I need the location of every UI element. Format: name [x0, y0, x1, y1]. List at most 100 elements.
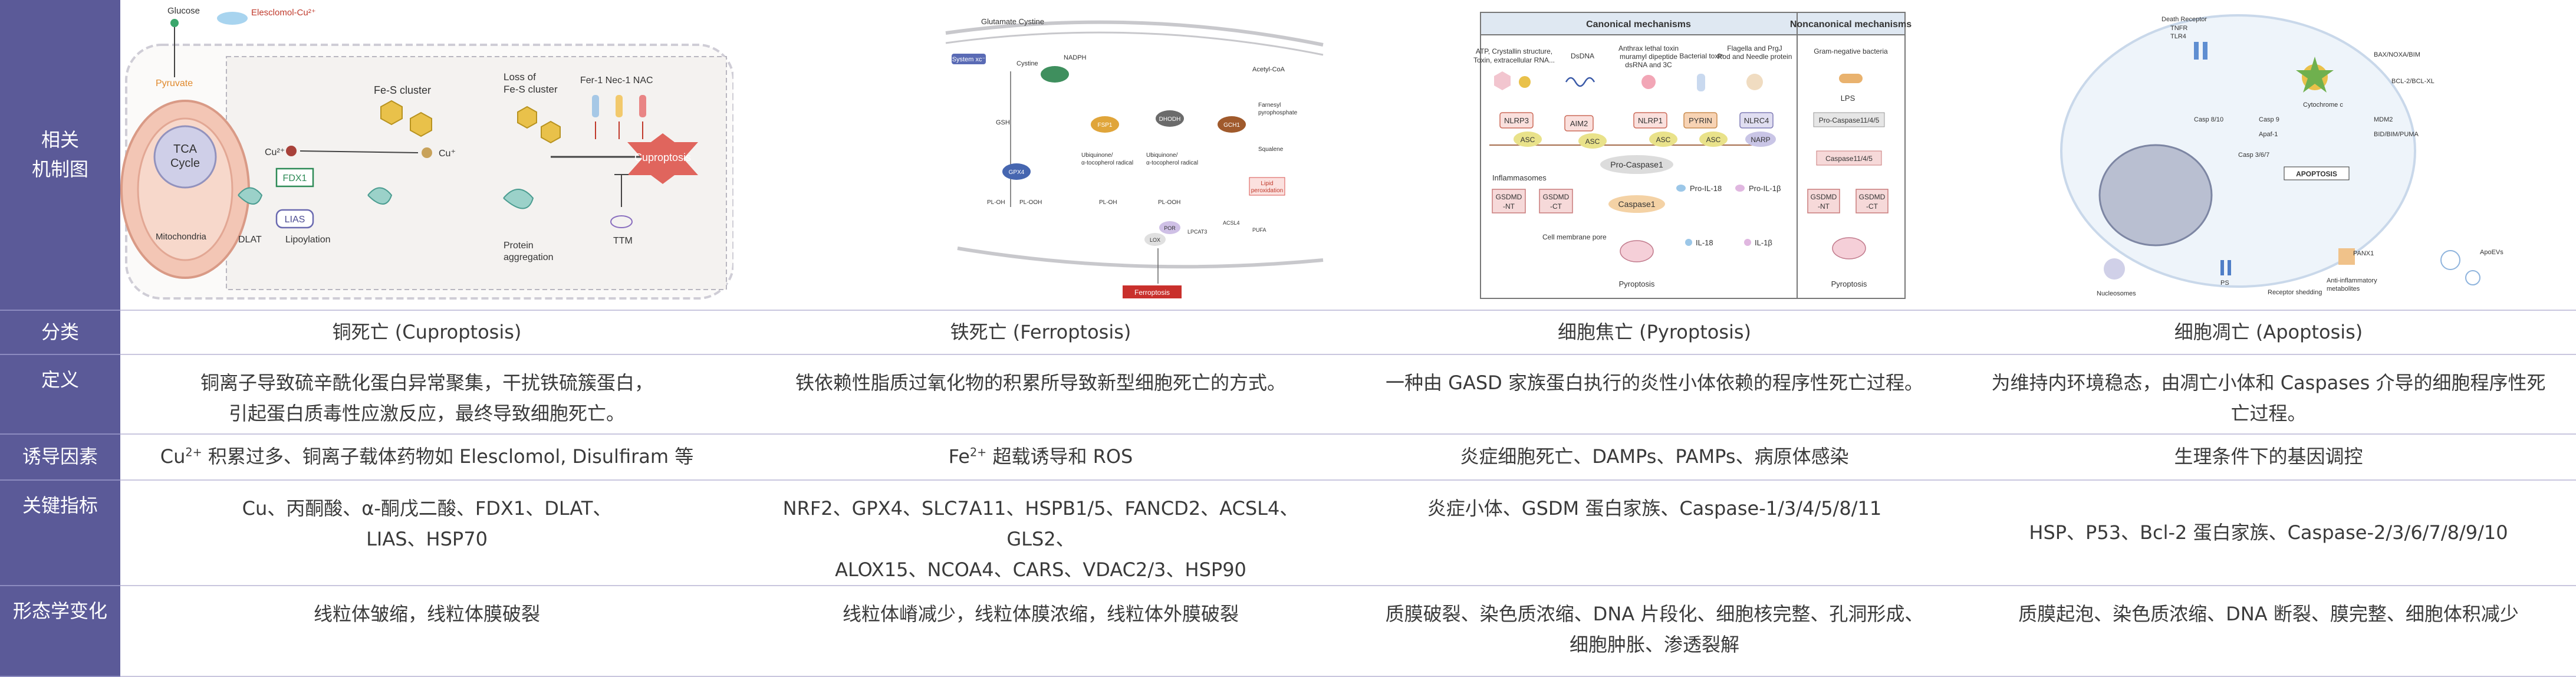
- asc-label-3: ASC: [1656, 136, 1671, 144]
- morphology-apoptosis: 质膜起泡、染色质浓缩、DNA 断裂、膜完整、细胞体积减少: [1961, 586, 2576, 677]
- il1b-label: IL-1β: [1755, 238, 1772, 247]
- pannx1-label: PANX1: [2353, 250, 2374, 257]
- svg-text:pyrophosphate: pyrophosphate: [1258, 110, 1298, 116]
- pyroptosis-diagram: Canonical mechanisms Noncanonical mechan…: [1348, 0, 1961, 307]
- trigger-5-line1: Flagella and PrgJ: [1727, 44, 1782, 52]
- inflammasomes-label: Inflammasomes: [1492, 173, 1547, 182]
- gsdmd-nt-label-2: GSDMD: [1811, 193, 1837, 201]
- markers-apoptosis: HSP、P53、Bcl-2 蛋白家族、Caspase-2/3/6/7/8/9/1…: [1961, 480, 2576, 587]
- casp8-label: Casp 8/10: [2194, 116, 2223, 123]
- cuproptosis-diagram-cell: Glucose Elesclomol-Cu²⁺ TCA Cycle Pyruva…: [120, 0, 735, 311]
- svg-text:-CT: -CT: [1550, 202, 1562, 211]
- ps-label: PS: [2220, 280, 2229, 287]
- row-definition: 定义 铜离子导致硫辛酰化蛋白异常聚集，干扰铁硫簇蛋白， 引起蛋白质毒性应激反应，…: [0, 354, 2576, 435]
- svg-text:Rod and Needle protein: Rod and Needle protein: [1718, 52, 1792, 61]
- canonical-label: Canonical mechanisms: [1586, 19, 1691, 29]
- pro-casp1145-label: Pro-Caspase11/4/5: [1819, 116, 1880, 124]
- mitochondria-label: Mitochondria: [156, 232, 207, 242]
- loss-fes-label: Loss of: [504, 71, 536, 83]
- apaf-label: Apaf-1: [2259, 131, 2278, 138]
- definition-pyroptosis: 一种由 GASD 家族蛋白执行的炎性小体依赖的程序性死亡过程。: [1348, 354, 1961, 435]
- pro-il18-label: Pro-IL-18: [1690, 184, 1722, 193]
- ferroptosis-label: Ferroptosis: [1134, 288, 1170, 297]
- tca-label: TCA: [173, 143, 198, 156]
- inhibitors-label: Fer-1 Nec-1 NAC: [580, 75, 653, 86]
- asc-label-2: ASC: [1585, 137, 1600, 146]
- casp1-label: Caspase1: [1618, 199, 1655, 209]
- lias-label: LIAS: [285, 215, 305, 225]
- mdm2-label: MDM2: [2374, 116, 2393, 123]
- farnesyl-label: Farnesyl: [1258, 102, 1281, 109]
- svg-text:metabolites: metabolites: [2327, 285, 2360, 293]
- svg-text:aggregation: aggregation: [504, 252, 554, 262]
- narp-label: NARP: [1751, 136, 1770, 144]
- pl-ooh-label-2: PL-OOH: [1158, 199, 1180, 206]
- dhodh-label: DHODH: [1159, 116, 1181, 123]
- svg-text:-CT: -CT: [1866, 202, 1878, 211]
- asc-label-4: ASC: [1706, 136, 1721, 144]
- acsl4-label: ACSL4: [1223, 220, 1240, 226]
- gsdmd-nt-label-1: GSDMD: [1496, 193, 1522, 201]
- row-morphology: 形态学变化 线粒体皱缩，线粒体膜破裂 线粒体嵴减少，线粒体膜浓缩，线粒体外膜破裂…: [0, 586, 2576, 677]
- morphology-pyroptosis: 质膜破裂、染色质浓缩、DNA 片段化、细胞核完整、孔洞形成、 细胞肿胀、渗透裂解: [1348, 586, 1961, 677]
- fes-cluster-label: Fe-S cluster: [374, 84, 431, 96]
- pl-oh-label-1: PL-OH: [987, 199, 1005, 206]
- gsh-label: GSH: [996, 119, 1010, 126]
- nlrc4-label: NLRC4: [1744, 116, 1769, 125]
- dlat-label: DLAT: [238, 235, 262, 245]
- pyroptosis-label-1: Pyroptosis: [1619, 280, 1655, 288]
- morphology-ferroptosis: 线粒体嵴减少，线粒体膜浓缩，线粒体外膜破裂: [733, 586, 1348, 677]
- gsdmd-ct-label-2: GSDMD: [1859, 193, 1886, 201]
- definition-cuproptosis: 铜离子导致硫辛酰化蛋白异常聚集，干扰铁硫簇蛋白， 引起蛋白质毒性应激反应，最终导…: [120, 354, 733, 435]
- nlrp3-label: NLRP3: [1504, 116, 1529, 125]
- pyroptosis-label-2: Pyroptosis: [1831, 280, 1867, 288]
- lpcat3-label: LPCAT3: [1187, 229, 1207, 235]
- category-cuproptosis: 铜死亡 (Cuproptosis): [120, 310, 733, 355]
- elesclomol-label: Elesclomol-Cu²⁺: [251, 8, 316, 18]
- ferroptosis-diagram-cell: Glutamate Cystine System xc⁻ Cystine NAD…: [733, 0, 1348, 311]
- nucleosomes-label: Nucleosomes: [2097, 290, 2136, 297]
- svg-text:peroxidation: peroxidation: [1251, 188, 1283, 194]
- pore-label: Cell membrane pore: [1542, 233, 1607, 241]
- receptor-shedding-label: Receptor shedding: [2268, 289, 2322, 296]
- row-markers: 关键指标 Cu、丙酮酸、α-酮戊二酸、FDX1、DLAT、 LIAS、HSP70…: [0, 480, 2576, 587]
- pro-il1b-label: Pro-IL-1β: [1749, 184, 1781, 193]
- ubiquinol-label-1: Ubiquinone/: [1081, 152, 1113, 159]
- svg-text:Cycle: Cycle: [170, 157, 200, 170]
- aim2-label: AIM2: [1570, 119, 1588, 128]
- anti-inflam-label-1: Anti-inflammatory: [2327, 277, 2377, 284]
- acetyl-coa-label: Acetyl-CoA: [1252, 66, 1285, 73]
- trigger-3-line1: Anthrax lethal toxin: [1618, 44, 1679, 52]
- lipid-perox-label: Lipid: [1261, 180, 1273, 187]
- ttm-label: TTM: [613, 236, 633, 246]
- system-xc-label: System xc⁻: [952, 56, 986, 63]
- definition-ferroptosis: 铁依赖性脂质过氧化物的积累所导致新型细胞死亡的方式。: [733, 354, 1348, 435]
- nlrp1-label: NLRP1: [1638, 116, 1663, 125]
- trigger-6: Gram-negative bacteria: [1814, 47, 1888, 55]
- apoptotic-bodies-label: ApoEVs: [2480, 249, 2503, 256]
- svg-text:-NT: -NT: [1503, 202, 1515, 211]
- protein-aggregation-label: Protein: [504, 241, 534, 251]
- markers-cuproptosis: Cu、丙酮酸、α-酮戊二酸、FDX1、DLAT、 LIAS、HSP70: [120, 480, 733, 587]
- apoptosis-diagram: Death Receptor TNFR TLR4 Casp 8/10 Casp …: [1961, 0, 2576, 307]
- glucose-label: Glucose: [167, 6, 200, 16]
- p53-label: BID/BIM/PUMA: [2374, 131, 2419, 138]
- markers-ferroptosis: NRF2、GPX4、SLC7A11、HSPB1/5、FANCD2、ACSL4、G…: [733, 480, 1348, 587]
- bax-label: BAX/NOXA/BIM: [2374, 51, 2420, 58]
- apoptosis-label: APOPTOSIS: [2296, 170, 2337, 178]
- row-mechanism: 相关 机制图 Glucose Elesclomol-Cu²⁺ TCA Cy: [0, 0, 2576, 311]
- trigger-2: DsDNA: [1571, 52, 1594, 60]
- svg-text:-NT: -NT: [1818, 202, 1830, 211]
- cystine-label: Cystine: [1016, 60, 1038, 67]
- trigger-1-line1: ATP, Crystallin structure,: [1476, 47, 1552, 55]
- inducers-apoptosis: 生理条件下的基因调控: [1961, 434, 2576, 481]
- cuproptosis-diagram: Glucose Elesclomol-Cu²⁺ TCA Cycle Pyruva…: [120, 0, 735, 307]
- pyruvate-label: Pyruvate: [156, 78, 193, 88]
- pufa-label: PUFA: [1252, 227, 1266, 233]
- noncanonical-label: Noncanonical mechanisms: [1790, 19, 1912, 29]
- lox-label: LOX: [1150, 237, 1160, 243]
- inducers-pyroptosis: 炎症细胞死亡、DAMPs、PAMPs、病原体感染: [1348, 434, 1961, 481]
- trigger-4: Bacterial toxin: [1679, 52, 1723, 60]
- pyrin-label: PYRIN: [1689, 116, 1712, 125]
